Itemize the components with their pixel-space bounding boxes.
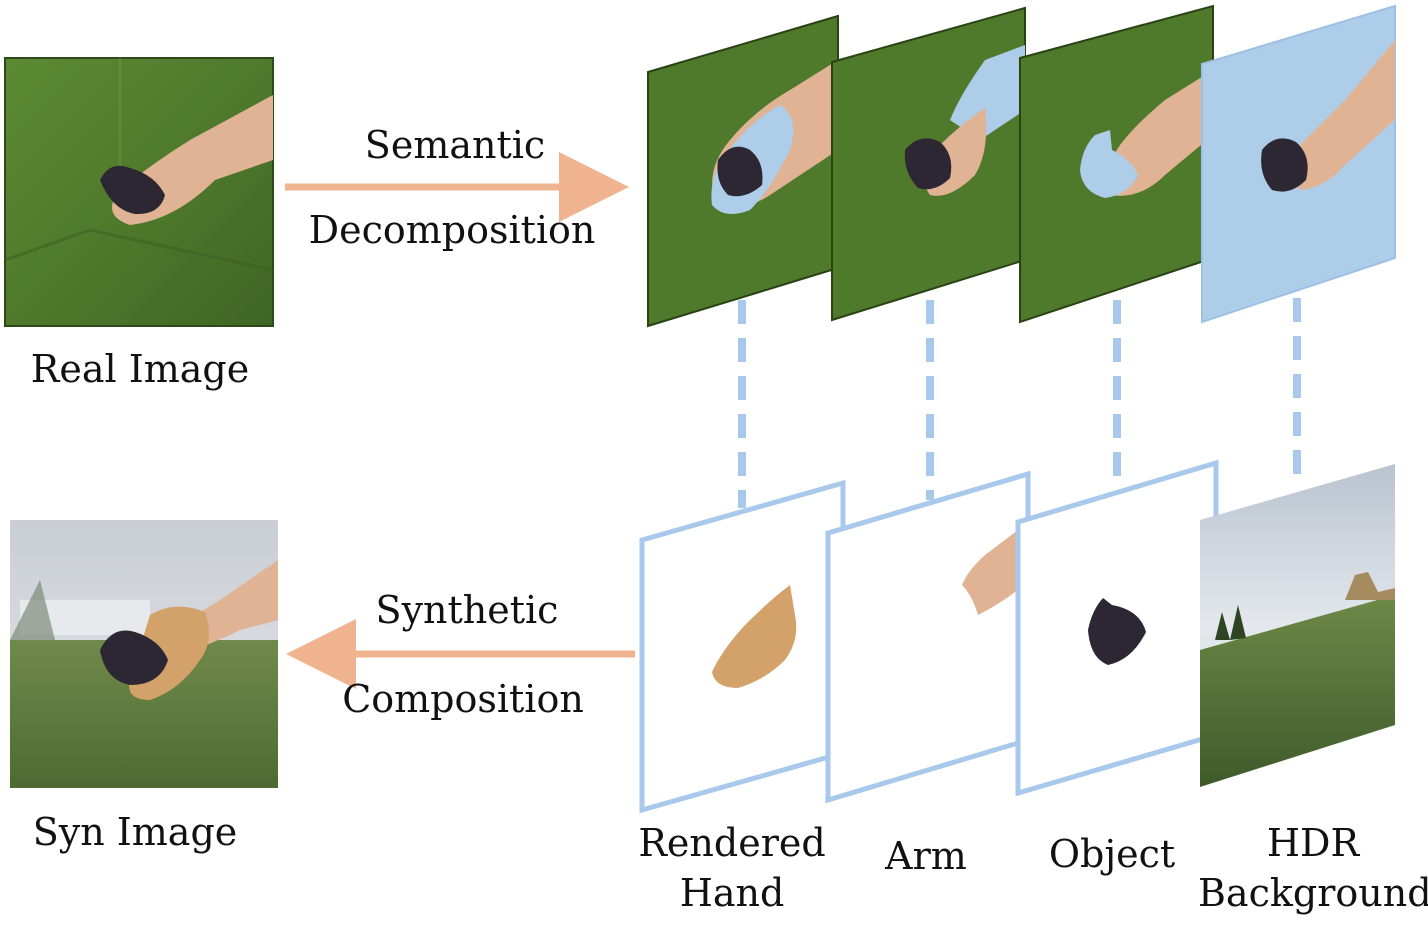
label-rendered-hand-line2: Hand: [679, 871, 785, 915]
label-arm: Arm: [836, 831, 1016, 881]
real-image: [4, 57, 274, 327]
decomposition-label-line1: Semantic: [365, 123, 545, 167]
mask-panel-object: [1019, 4, 1214, 324]
label-rendered-hand-line1: Rendered: [638, 821, 826, 865]
decomposition-label-line2: Decomposition: [309, 208, 596, 252]
layer-object: [1015, 459, 1219, 797]
label-hdr-background: HDR Background: [1198, 818, 1428, 918]
layer-arm: [825, 470, 1031, 804]
layer-hdr-background: [1200, 464, 1395, 787]
syn-image: [10, 520, 278, 788]
label-object-line1: Object: [1048, 832, 1176, 876]
label-hdr-background-line2: Background: [1198, 871, 1428, 915]
mask-panel-hand: [647, 14, 839, 328]
label-object: Object: [1022, 829, 1202, 879]
layer-rendered-hand: [639, 479, 846, 814]
mask-panel-background: [1201, 4, 1396, 324]
real-image-label: Real Image: [31, 347, 250, 391]
composition-label-line1: Synthetic: [376, 588, 559, 632]
label-arm-line1: Arm: [885, 834, 967, 878]
label-rendered-hand: Rendered Hand: [632, 818, 832, 918]
label-hdr-background-line1: HDR: [1266, 821, 1360, 865]
dashed-connectors: [738, 298, 1301, 508]
mask-panel-arm: [831, 6, 1026, 322]
composition-label-line2: Composition: [342, 677, 584, 721]
syn-image-label: Syn Image: [33, 810, 238, 854]
